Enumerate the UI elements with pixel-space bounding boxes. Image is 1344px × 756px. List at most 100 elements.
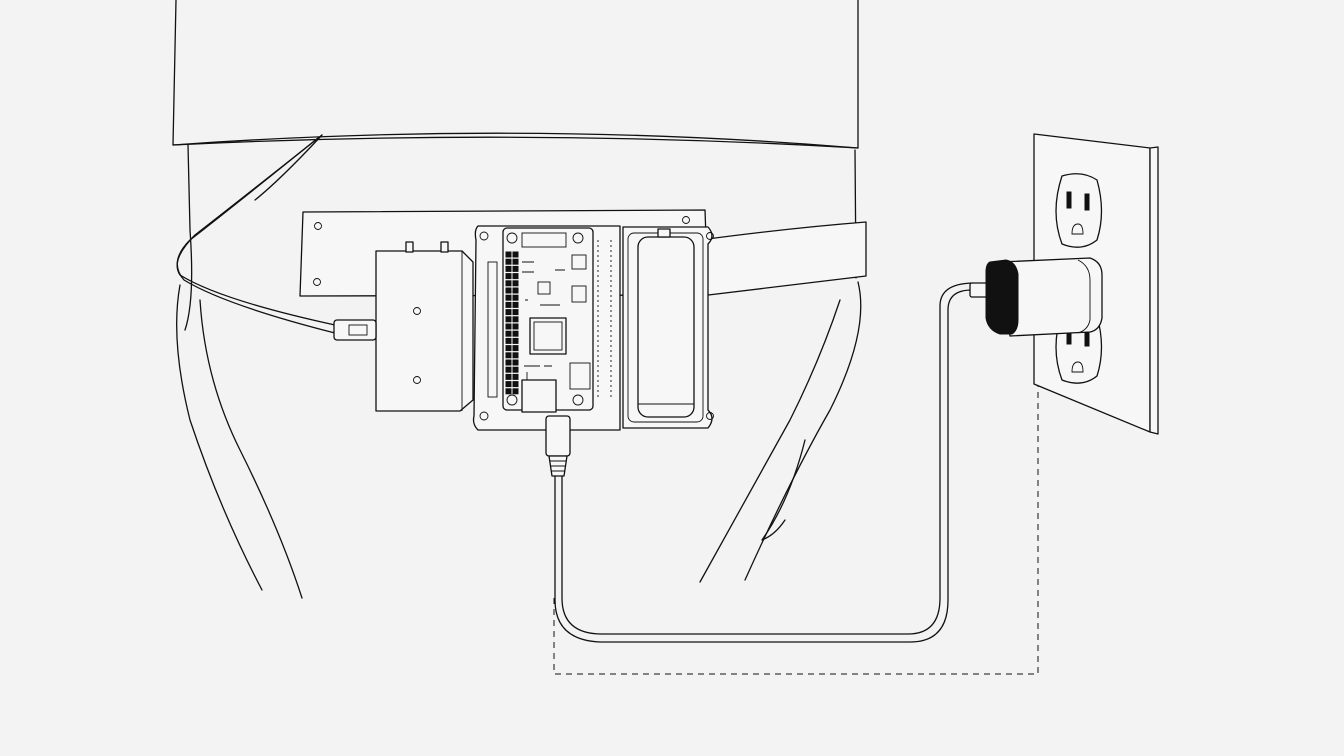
charger-face bbox=[985, 259, 1019, 335]
header-pin bbox=[505, 251, 512, 258]
pcb-mount-hole bbox=[506, 394, 518, 406]
left-hip-crease bbox=[254, 134, 323, 201]
header-pin bbox=[512, 388, 519, 395]
socket-ground bbox=[1071, 223, 1084, 235]
header-pin bbox=[505, 330, 512, 337]
header-pin bbox=[512, 309, 519, 316]
header-pin bbox=[505, 316, 512, 323]
header-pin bbox=[512, 273, 519, 280]
header-pin bbox=[512, 323, 519, 330]
header-pin bbox=[505, 323, 512, 330]
socket-slot bbox=[1084, 331, 1090, 347]
torso-left-side bbox=[184, 144, 193, 331]
bottom-connector bbox=[521, 379, 557, 413]
pcb-mount-hole bbox=[506, 232, 518, 244]
usb-wall-charger bbox=[985, 257, 1103, 337]
microcontroller-board bbox=[472, 225, 621, 431]
header-pin bbox=[512, 359, 519, 366]
base-plate-hole bbox=[479, 231, 489, 241]
header-pin bbox=[505, 280, 512, 287]
usb-port bbox=[571, 254, 587, 270]
header-pin bbox=[512, 366, 519, 373]
small-chip bbox=[537, 281, 551, 295]
shirt-hem bbox=[172, 136, 859, 149]
header-pin bbox=[512, 345, 519, 352]
right-leg-inner bbox=[699, 299, 841, 583]
header-pin bbox=[505, 273, 512, 280]
header-pin bbox=[505, 345, 512, 352]
left-leg-inner bbox=[199, 299, 303, 599]
header-pin bbox=[512, 258, 519, 265]
header-pin bbox=[505, 381, 512, 388]
charger-body bbox=[999, 257, 1103, 337]
header-pin bbox=[505, 301, 512, 308]
usb-port bbox=[571, 285, 587, 303]
sensor-module bbox=[375, 241, 474, 412]
left-leg-outer bbox=[176, 284, 263, 591]
pin-header bbox=[505, 251, 519, 395]
header-pin bbox=[512, 373, 519, 380]
sensor-cable-line bbox=[176, 137, 336, 334]
panel-rivet bbox=[314, 222, 322, 230]
header-pin bbox=[505, 287, 512, 294]
header-pin bbox=[505, 265, 512, 272]
header-pin bbox=[512, 265, 519, 272]
torso bbox=[172, 0, 862, 599]
header-pin bbox=[512, 330, 519, 337]
usb-cable-line bbox=[561, 282, 973, 635]
socket-ground bbox=[1071, 361, 1084, 373]
sensor-module-body bbox=[375, 250, 474, 412]
usb-plug-body bbox=[545, 415, 571, 457]
outlet-socket-top bbox=[1055, 173, 1103, 248]
usb-strain-ribs bbox=[550, 460, 566, 472]
battery-holder bbox=[622, 226, 714, 429]
holder-hole bbox=[706, 412, 714, 420]
battery-terminal bbox=[657, 228, 671, 238]
component-traces bbox=[522, 261, 565, 380]
header-pin bbox=[505, 294, 512, 301]
header-pin bbox=[505, 366, 512, 373]
sensor-module-screw bbox=[413, 307, 421, 315]
main-chip bbox=[529, 317, 567, 355]
pcb-mount-hole bbox=[572, 394, 584, 406]
header-pin bbox=[505, 373, 512, 380]
header-pin bbox=[505, 359, 512, 366]
socket-slot bbox=[1084, 193, 1090, 211]
side-connector bbox=[569, 362, 591, 390]
header-pin bbox=[512, 287, 519, 294]
sensor-module-screw bbox=[413, 376, 421, 384]
header-pin bbox=[505, 388, 512, 395]
holder-hole bbox=[706, 232, 714, 240]
header-pin bbox=[505, 337, 512, 344]
micro-usb-plug bbox=[333, 319, 377, 341]
board-dotted-outline bbox=[597, 240, 612, 400]
shirt-outline bbox=[172, 0, 859, 149]
sensor-module-nub bbox=[405, 241, 414, 253]
header-pin bbox=[512, 251, 519, 258]
belt-strap bbox=[699, 221, 867, 297]
header-pin bbox=[512, 352, 519, 359]
panel-rivet bbox=[313, 278, 321, 286]
socket-slot bbox=[1066, 191, 1072, 209]
pcb-mount-hole bbox=[572, 232, 584, 244]
base-plate-hole bbox=[479, 411, 489, 421]
header-pin bbox=[512, 337, 519, 344]
board-side-bracket bbox=[487, 261, 498, 398]
header-pin bbox=[512, 301, 519, 308]
header-pin bbox=[512, 280, 519, 287]
header-pin bbox=[512, 294, 519, 301]
header-pin bbox=[512, 316, 519, 323]
right-leg-outer bbox=[744, 281, 862, 581]
charger-body-line bbox=[1077, 259, 1091, 334]
top-connector bbox=[521, 232, 567, 248]
header-pin bbox=[512, 381, 519, 388]
sensor-cable bbox=[176, 134, 377, 341]
micro-usb-plug-tip bbox=[348, 324, 368, 336]
usb-cable-line bbox=[554, 289, 973, 643]
outlet-plate-edge bbox=[1149, 146, 1159, 435]
panel-rivet bbox=[682, 216, 690, 224]
main-chip-core bbox=[533, 321, 563, 351]
sensor-module-nub bbox=[440, 241, 449, 253]
header-pin bbox=[505, 258, 512, 265]
